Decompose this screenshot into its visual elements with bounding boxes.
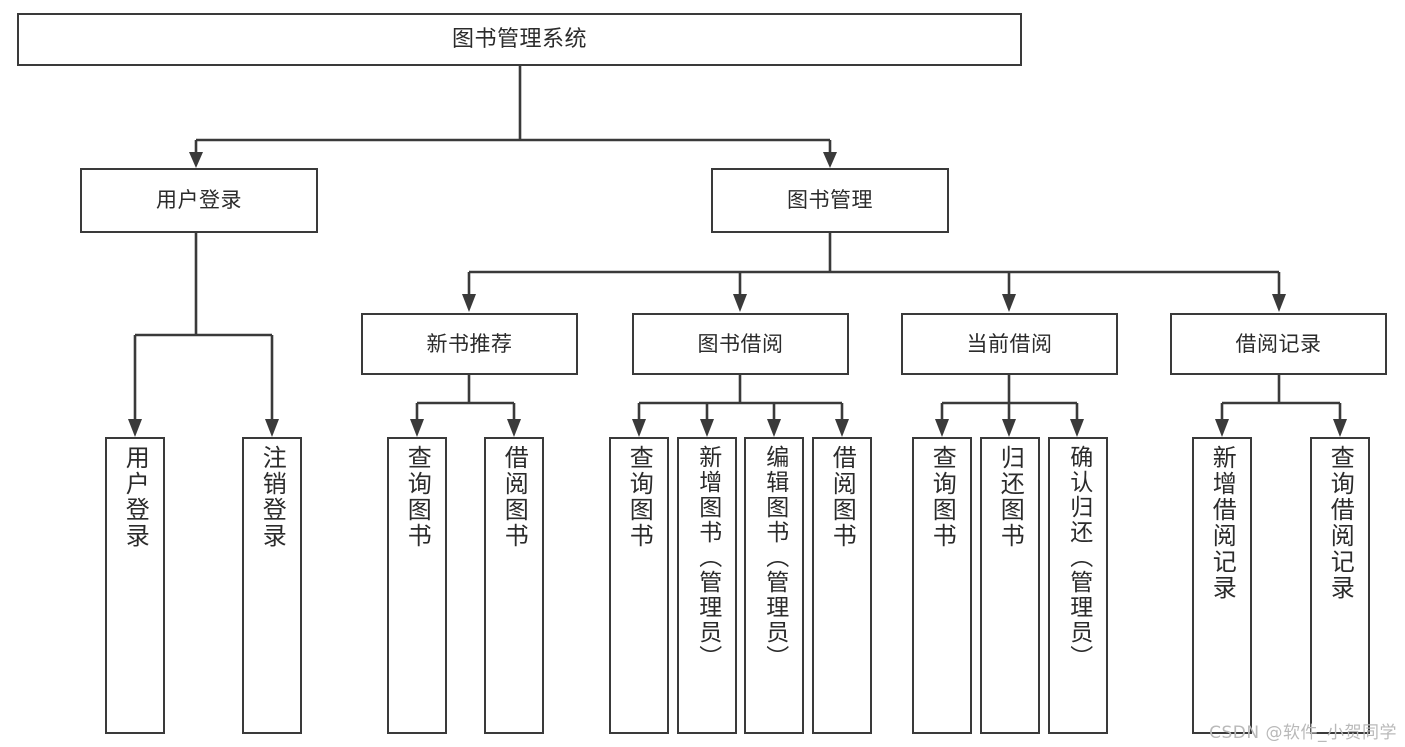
node-label: 查询图书: [625, 445, 654, 549]
node-label: 查询借阅记录: [1326, 445, 1355, 601]
node-leaf-query-record[interactable]: 查询借阅记录: [1310, 437, 1370, 734]
node-label: 用户登录: [156, 188, 242, 213]
node-label: 新书推荐: [426, 331, 513, 356]
node-label: 编辑图书（管理员）: [761, 445, 788, 670]
node-label: 注销登录: [258, 445, 287, 549]
node-leaf-add-record[interactable]: 新增借阅记录: [1192, 437, 1252, 734]
node-new-book-recommend[interactable]: 新书推荐: [361, 313, 578, 375]
node-leaf-return-book[interactable]: 归还图书: [980, 437, 1040, 734]
node-leaf-user-login[interactable]: 用户登录: [105, 437, 165, 734]
node-label: 图书借阅: [697, 331, 784, 356]
watermark-text: CSDN @软件_小贺同学: [1209, 723, 1397, 743]
node-leaf-query-book-3[interactable]: 查询图书: [912, 437, 972, 734]
node-label: 确认归还（管理员）: [1065, 445, 1092, 670]
node-leaf-borrow-book-2[interactable]: 借阅图书: [812, 437, 872, 734]
node-label: 借阅图书: [500, 445, 529, 549]
node-leaf-query-book-1[interactable]: 查询图书: [387, 437, 447, 734]
node-leaf-borrow-book-1[interactable]: 借阅图书: [484, 437, 544, 734]
node-current-borrow[interactable]: 当前借阅: [901, 313, 1118, 375]
node-label: 新增借阅记录: [1208, 445, 1237, 601]
node-label: 查询图书: [928, 445, 957, 549]
node-leaf-add-book[interactable]: 新增图书（管理员）: [677, 437, 737, 734]
node-book-management[interactable]: 图书管理: [711, 168, 949, 233]
node-book-borrow[interactable]: 图书借阅: [632, 313, 849, 375]
node-label: 图书管理系统: [451, 26, 587, 52]
node-label: 借阅图书: [828, 445, 857, 549]
node-root-system[interactable]: 图书管理系统: [17, 13, 1022, 66]
node-label: 当前借阅: [966, 331, 1053, 356]
node-leaf-edit-book[interactable]: 编辑图书（管理员）: [744, 437, 804, 734]
node-label: 归还图书: [996, 445, 1025, 549]
node-label: 图书管理: [787, 188, 873, 213]
node-leaf-confirm-return[interactable]: 确认归还（管理员）: [1048, 437, 1108, 734]
node-user-login[interactable]: 用户登录: [80, 168, 318, 233]
node-label: 查询图书: [403, 445, 432, 549]
node-label: 借阅记录: [1235, 331, 1322, 356]
node-borrow-record[interactable]: 借阅记录: [1170, 313, 1387, 375]
node-leaf-query-book-2[interactable]: 查询图书: [609, 437, 669, 734]
node-label: 用户登录: [121, 445, 150, 549]
node-label: 新增图书（管理员）: [694, 445, 721, 670]
node-leaf-user-logout[interactable]: 注销登录: [242, 437, 302, 734]
